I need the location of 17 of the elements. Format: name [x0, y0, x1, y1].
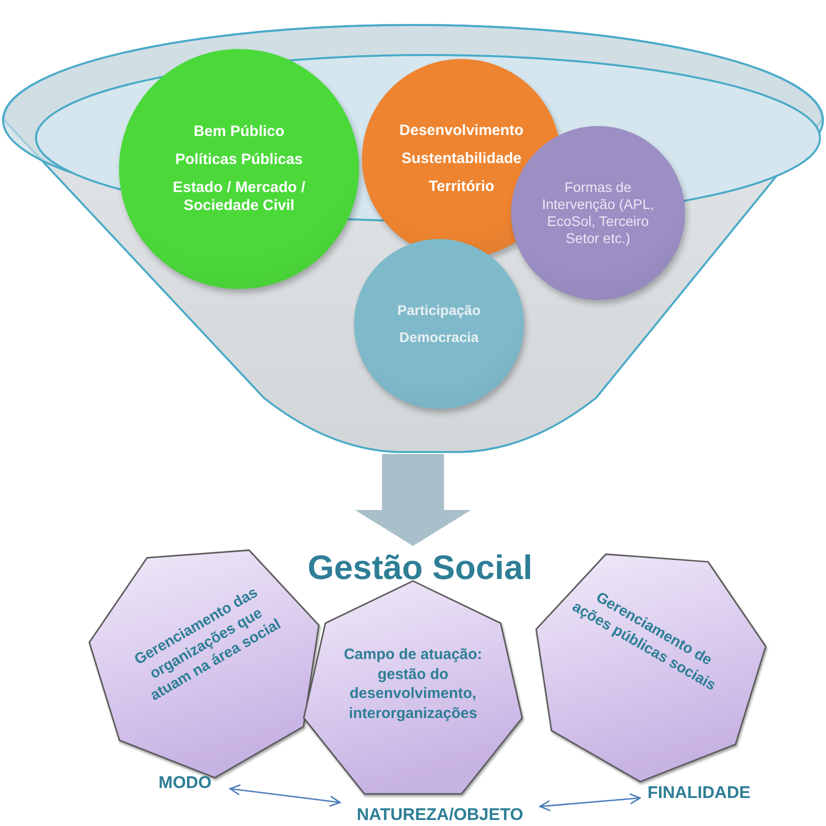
aspect-label: FINALIDADE [648, 783, 750, 803]
circle-text: Democracia [399, 329, 479, 346]
aspect-label: NATUREZA/OBJETO [356, 805, 524, 825]
double-arrow [539, 793, 641, 812]
heading-text: Gestão Social [308, 548, 532, 588]
circle-text: Formas de Intervenção (APL, EcoSol, Terceiro Setor etc.) [540, 179, 656, 247]
circle-text: Estado / Mercado / Sociedade Civil [172, 179, 306, 215]
down-arrow [355, 454, 471, 546]
circle-text: Participação [397, 302, 481, 319]
heptagon-text: Campo de atuação: gestão do desenvolvimento, interorganizações [342, 645, 484, 723]
circle-text: Território [428, 178, 494, 196]
circle-text: Políticas Públicas [175, 151, 303, 169]
circle-text: Sustentabilidade [401, 150, 522, 168]
circle-text: Bem Público [194, 123, 284, 141]
double-arrow [229, 784, 341, 807]
circle-text: Desenvolvimento [399, 122, 524, 140]
aspect-label: MODO [158, 773, 212, 793]
